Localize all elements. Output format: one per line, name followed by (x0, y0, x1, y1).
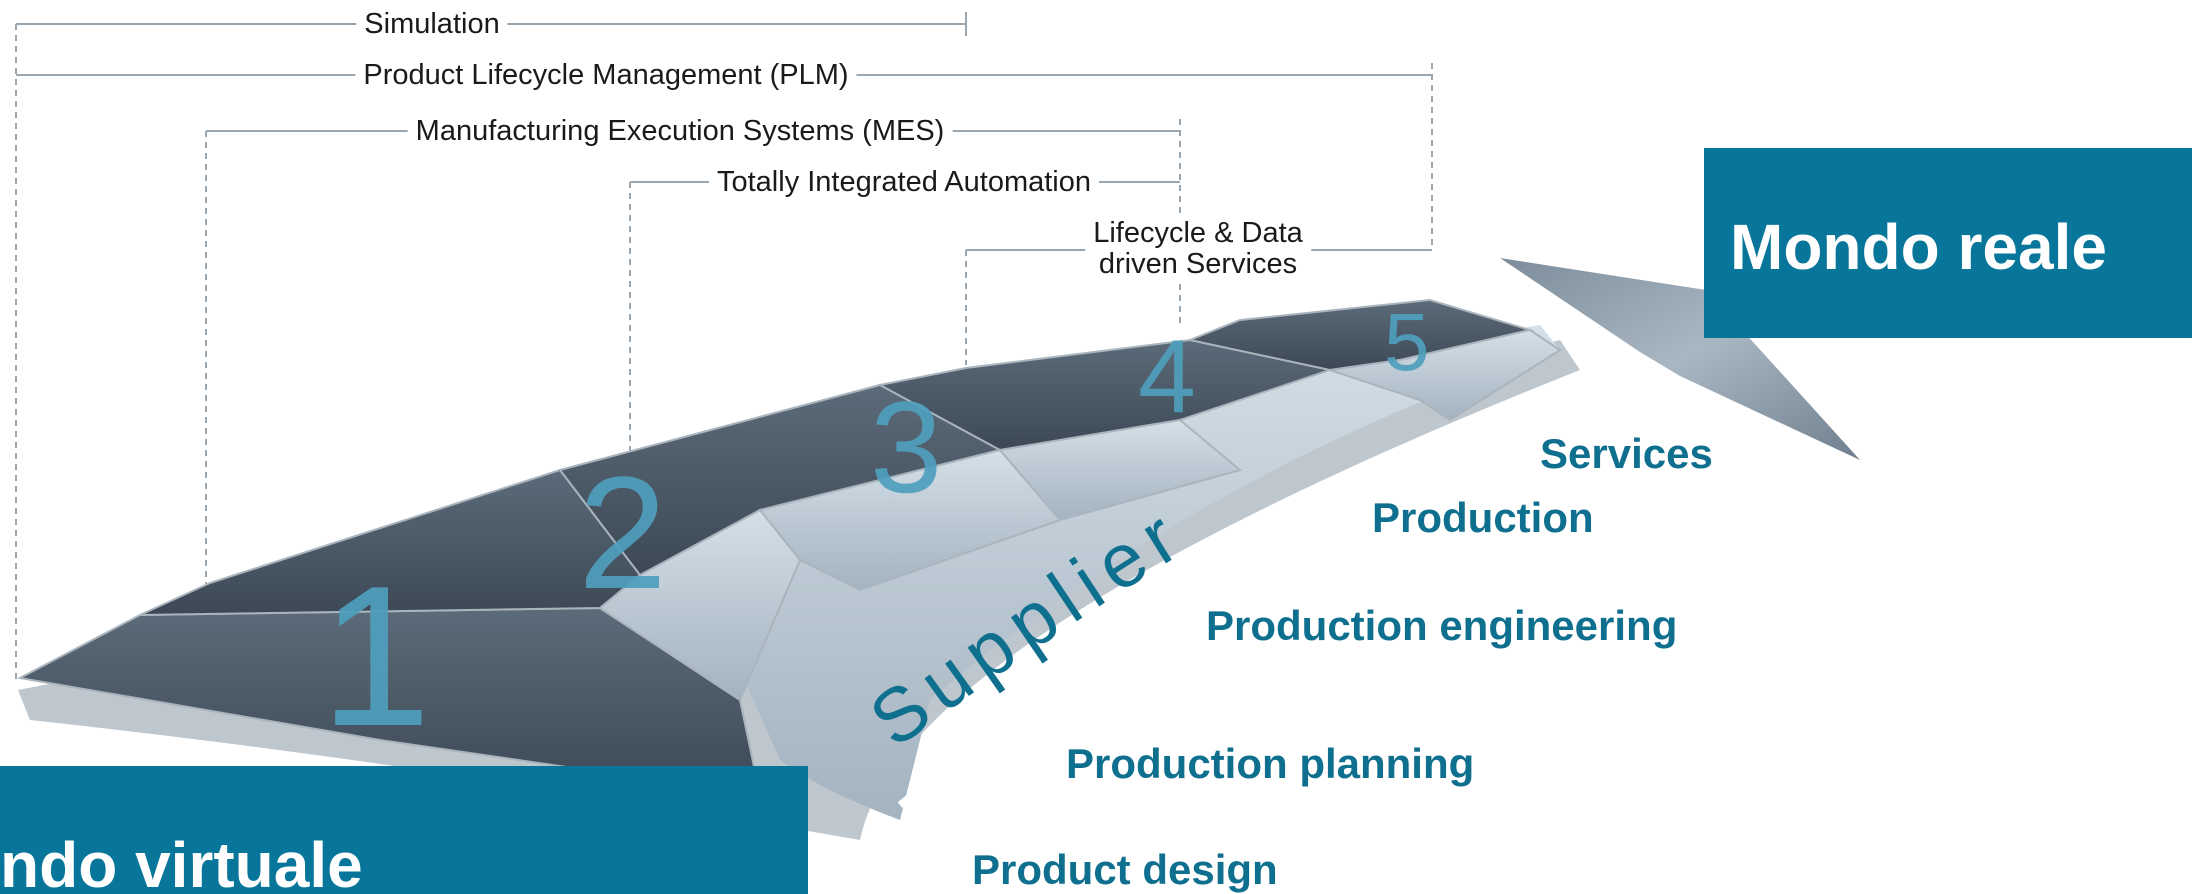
real-world-banner: Mondo reale (1704, 148, 2192, 338)
real-world-title: Mondo reale (1730, 211, 2107, 283)
phase-product-design: Product design (972, 846, 1278, 893)
step-number-3: 3 (870, 374, 942, 520)
services-bracket-label: Lifecycle & Data driven Services (1085, 218, 1311, 280)
light-sheet (700, 325, 1560, 820)
step-number-2: 2 (578, 443, 667, 622)
services-bracket-line2: driven Services (1098, 248, 1298, 280)
arrow-head (1500, 258, 1860, 460)
panel-4-light (998, 418, 1243, 522)
mes-label: Manufacturing Execution Systems (MES) (407, 115, 953, 147)
virtual-world-banner: ndo virtuale (0, 766, 808, 894)
phase-production-planning: Production planning (1066, 740, 1475, 787)
phase-production-engineering: Production engineering (1206, 602, 1678, 649)
simulation-label: Simulation (356, 8, 508, 40)
phase-production: Production (1372, 494, 1594, 541)
phase-services: Services (1540, 430, 1713, 477)
supplier-curve (897, 406, 1502, 808)
virtual-world-title: ndo virtuale (0, 829, 363, 894)
panel-5-light (1329, 328, 1562, 422)
step-number-5: 5 (1384, 297, 1430, 388)
step-number-4: 4 (1138, 319, 1196, 435)
step-number-1: 1 (320, 545, 431, 768)
services-bracket-line1: Lifecycle & Data (1093, 217, 1303, 249)
panel-3-light (758, 448, 1062, 592)
plm-label: Product Lifecycle Management (PLM) (355, 59, 857, 91)
tia-label: Totally Integrated Automation (708, 166, 1100, 198)
